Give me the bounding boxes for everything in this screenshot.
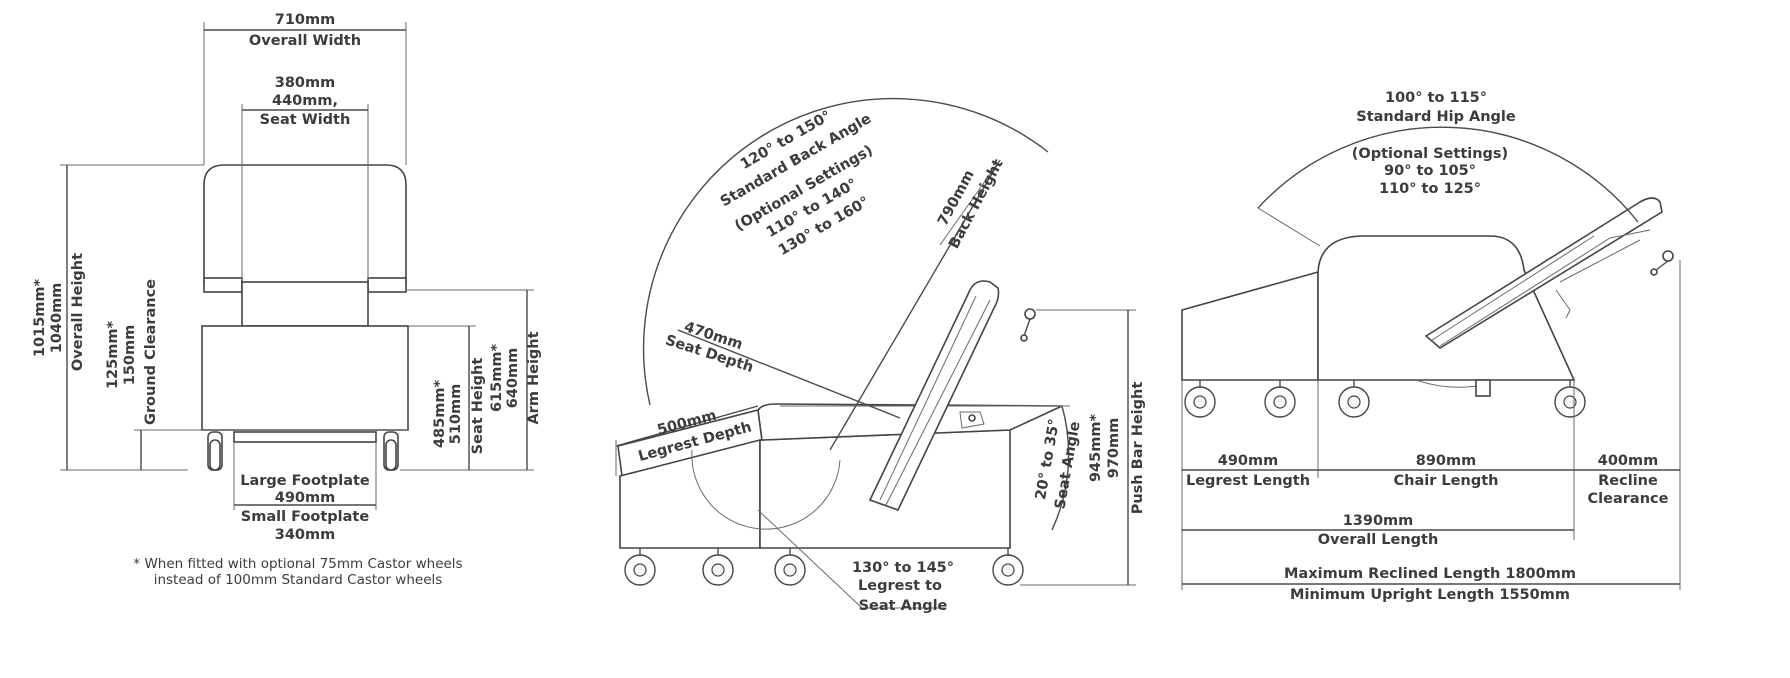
legrest-angle-label-2: Seat Angle	[859, 598, 948, 614]
recline-optional-setting-1: 90° to 105°	[1384, 163, 1476, 179]
arm-height-value-2: 640mm	[505, 348, 521, 409]
side-chair-drawing	[617, 280, 1063, 549]
hip-angle-dimension: 100° to 115° Standard Hip Angle (Optiona…	[1257, 90, 1639, 247]
push-bar-height-dimension: 945mm* 970mm Push Bar Height	[1020, 309, 1146, 586]
seat-depth-dimension: 470mm Seat Depth	[663, 319, 901, 419]
seat-width-value-1: 380mm	[275, 75, 336, 91]
ground-clearance-dimension: 125mm* 150mm Ground Clearance	[105, 279, 202, 470]
seat-height-label: Seat Height	[470, 358, 486, 455]
seat-width-label: Seat Width	[260, 112, 351, 128]
small-footplate-value: 340mm	[275, 527, 336, 543]
recline-clearance-label-2: Clearance	[1588, 491, 1669, 507]
legrest-seat-angle-dimension: 130° to 145° Legrest to Seat Angle	[757, 509, 954, 614]
seat-height-value-1: 485mm*	[432, 380, 448, 448]
length-dimensions: 490mm Legrest Length 890mm Chair Length …	[1181, 260, 1681, 603]
small-footplate-label: Small Footplate	[241, 509, 370, 525]
recline-optional-settings-label: (Optional Settings)	[1352, 146, 1508, 162]
legrest-angle-value: 130° to 145°	[852, 560, 954, 576]
legrest-angle-label-1: Legrest to	[858, 578, 942, 594]
footplate-dimensions: Large Footplate 490mm Small Footplate 34…	[233, 442, 377, 543]
large-footplate-value: 490mm	[275, 490, 336, 506]
legrest-length-label: Legrest Length	[1186, 473, 1310, 489]
legrest-length-value: 490mm	[1218, 453, 1279, 469]
overall-height-value-1: 1015mm*	[32, 279, 48, 358]
overall-width-value: 710mm	[275, 12, 336, 28]
ground-clearance-label: Ground Clearance	[143, 279, 159, 425]
overall-height-dimension: 1015mm* 1040mm Overall Height	[32, 164, 204, 471]
front-chair-drawing	[201, 164, 409, 471]
seat-width-value-2: 440mm,	[272, 93, 338, 109]
push-bar-label: Push Bar Height	[1130, 382, 1146, 515]
arm-height-value-1: 615mm*	[489, 344, 505, 412]
ground-clearance-value-2: 150mm	[122, 325, 138, 386]
push-bar-value-2: 970mm	[1106, 418, 1122, 479]
overall-length-label: Overall Length	[1318, 532, 1439, 548]
overall-width-label: Overall Width	[249, 33, 361, 49]
overall-length-value: 1390mm	[1343, 513, 1414, 529]
side-view: 120° to 150° Standard Back Angle (Option…	[615, 97, 1146, 614]
push-bar-value-1: 945mm*	[1088, 414, 1104, 482]
overall-height-value-2: 1040mm	[49, 283, 65, 354]
large-footplate-label: Large Footplate	[240, 473, 370, 489]
front-view: 710mm Overall Width 380mm 440mm, Seat Wi…	[32, 12, 542, 588]
footnote-line-2: instead of 100mm Standard Castor wheels	[154, 572, 443, 588]
max-reclined-length: Maximum Reclined Length 1800mm	[1284, 566, 1576, 582]
arm-height-label: Arm Height	[526, 331, 542, 424]
overall-height-label: Overall Height	[70, 253, 86, 371]
footnote-line-1: * When fitted with optional 75mm Castor …	[133, 556, 462, 572]
arm-height-dimension: 615mm* 640mm Arm Height	[406, 289, 542, 471]
chair-length-label: Chair Length	[1394, 473, 1499, 489]
recline-chair-drawing	[1181, 197, 1674, 397]
min-upright-length: Minimum Upright Length 1550mm	[1290, 587, 1570, 603]
seat-height-dimension: 485mm* 510mm Seat Height	[400, 325, 486, 471]
seat-height-value-2: 510mm	[448, 384, 464, 445]
hip-angle-value: 100° to 115°	[1385, 90, 1487, 106]
recline-clearance-value: 400mm	[1598, 453, 1659, 469]
seat-width-dimension: 380mm 440mm, Seat Width	[241, 75, 369, 280]
side-wheels	[624, 548, 1024, 586]
ground-clearance-value-1: 125mm*	[105, 321, 121, 389]
recline-clearance-label-1: Recline	[1598, 473, 1658, 489]
recline-view: 100° to 115° Standard Hip Angle (Optiona…	[1181, 90, 1681, 603]
recline-wheels	[1184, 380, 1586, 418]
chair-length-value: 890mm	[1416, 453, 1477, 469]
recline-optional-setting-2: 110° to 125°	[1379, 181, 1481, 197]
overall-width-dimension: 710mm Overall Width	[203, 12, 407, 165]
hip-angle-label: Standard Hip Angle	[1356, 109, 1516, 125]
